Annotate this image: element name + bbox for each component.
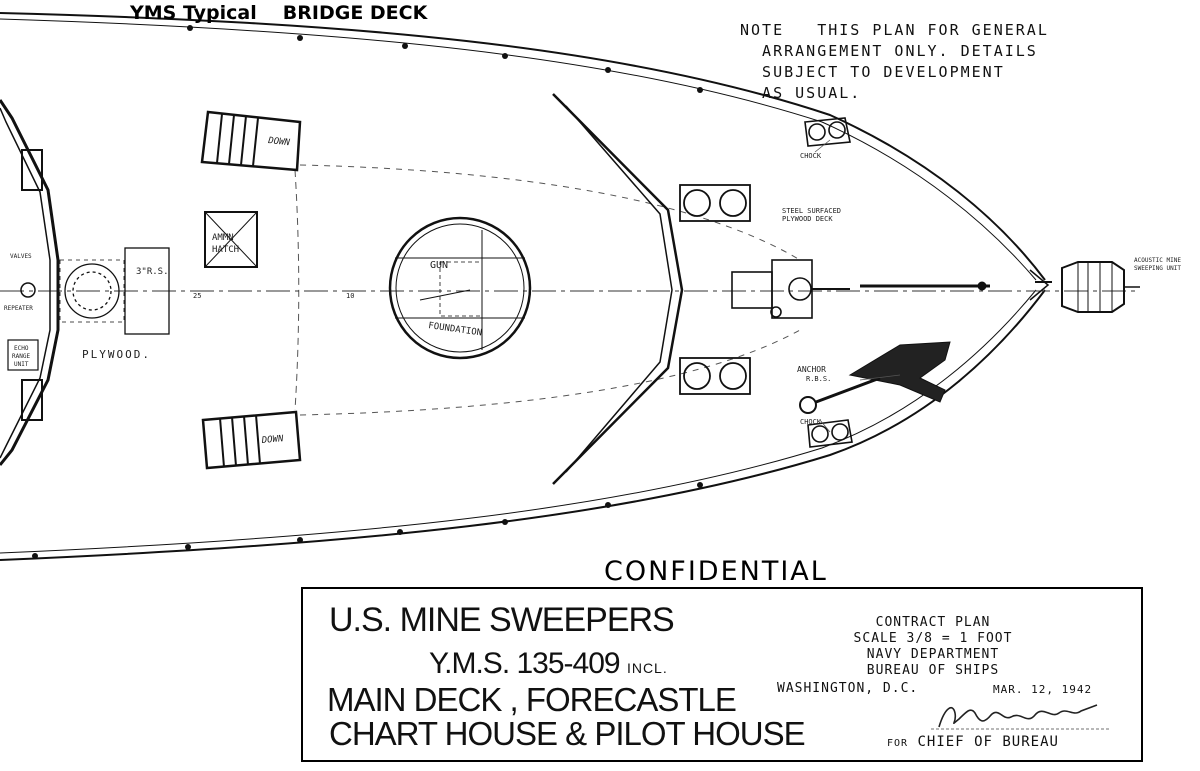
inclusive-suffix: INCL.	[626, 660, 668, 676]
chief-of-bureau: CHIEF OF BUREAU	[917, 734, 1059, 750]
foundation-label: FOUNDATION	[428, 321, 483, 338]
pilot-house	[0, 99, 60, 466]
title-line-3: MAIN DECK , FORECASTLE	[327, 681, 737, 718]
bow-fittings	[860, 269, 1052, 301]
anchor	[799, 341, 951, 414]
echo-label-3: UNIT	[14, 361, 29, 368]
title-line-1: U.S. MINE SWEEPERS	[329, 601, 675, 639]
page-title: YMS Typical BRIDGE DECK	[130, 2, 427, 24]
ready-service-label: 3"R.S.	[136, 267, 169, 277]
bureau-of-ships-label: BUREAU OF SHIPS	[866, 663, 1000, 678]
compass-binnacle	[59, 259, 125, 323]
gun-label: GUN	[430, 260, 448, 271]
for-prefix: FOR	[887, 738, 909, 749]
bitts-bottom	[679, 357, 751, 395]
anchor-label-2: R.B.S.	[806, 375, 831, 383]
chock-top	[804, 117, 851, 147]
ammn-label: AMMN	[212, 233, 234, 243]
chock-top-label: CHOCK	[800, 152, 822, 160]
repeater-label: REPEATER	[4, 305, 33, 312]
down-bottom-label: DOWN	[260, 434, 284, 446]
windlass	[731, 259, 850, 319]
confidential-stamp: CONFIDENTIAL	[604, 556, 828, 587]
station-25-label: 25	[193, 292, 201, 300]
note-line: SUBJECT TO DEVELOPMENT	[740, 63, 1005, 81]
echo-label-1: ECHO	[14, 345, 29, 352]
steel-deck-label-1: STEEL SURFACED	[782, 207, 841, 215]
acoustic-label-1: ACOUSTIC MINE	[1134, 257, 1181, 264]
acoustic-sweeping-unit	[1061, 261, 1140, 313]
hull-outline-bottom-inner	[0, 289, 1037, 554]
acoustic-label-2: SWEEPING UNIT	[1134, 265, 1181, 272]
title-block: U.S. MINE SWEEPERS Y.M.S. 135-409 INCL. …	[301, 587, 1143, 762]
ready-service-box	[124, 247, 170, 335]
note-line: ARRANGEMENT ONLY. DETAILS	[740, 42, 1038, 60]
valves-label: VALVES	[10, 253, 32, 260]
hull-outline-top	[0, 12, 1046, 281]
ladder-bottom	[201, 410, 302, 470]
down-top-label: DOWN	[267, 136, 291, 148]
station-10-label: 10	[346, 292, 354, 300]
gun-foundation	[388, 216, 532, 360]
steel-deck-label-2: PLYWOOD DECK	[782, 215, 833, 223]
bitts-top	[679, 184, 751, 222]
deck-title: BRIDGE DECK	[282, 2, 428, 24]
ammunition-hatch	[204, 211, 258, 268]
ladder-top	[200, 110, 302, 172]
chock-bottom	[807, 419, 853, 448]
contract-plan-label: CONTRACT PLAN	[875, 615, 991, 630]
breakwater	[552, 93, 684, 485]
for-chief-line: FOR CHIEF OF BUREAU	[887, 734, 1059, 752]
note-line: AS USUAL.	[740, 84, 862, 102]
title-line-2: Y.M.S. 135-409 INCL.	[429, 647, 668, 681]
plywood-label: PLYWOOD.	[82, 348, 151, 361]
plan-date: MAR. 12, 1942	[993, 683, 1093, 696]
ship-class-title: YMS Typical	[130, 2, 257, 24]
scale-label: SCALE 3/8 = 1 FOOT	[853, 631, 1013, 646]
echo-label-2: RANGE	[12, 353, 30, 360]
hatch-label: HATCH	[212, 245, 239, 255]
washington-label: WASHINGTON, D.C.	[777, 681, 919, 696]
anchor-label-1: ANCHOR	[797, 365, 826, 374]
hull-outline-top-inner	[0, 18, 1037, 281]
chock-bottom-label: CHOCK	[800, 418, 822, 426]
navy-department-label: NAVY DEPARTMENT	[866, 647, 1000, 662]
signature-mark	[931, 704, 1109, 730]
general-note: NOTE THIS PLAN FOR GENERAL ARRANGEMENT O…	[740, 20, 1049, 104]
note-line: NOTE THIS PLAN FOR GENERAL	[740, 21, 1049, 39]
title-line-4: CHART HOUSE & PILOT HOUSE	[329, 715, 806, 752]
hull-outline-bottom	[0, 289, 1046, 561]
hull-numbers: Y.M.S. 135-409	[429, 647, 621, 680]
